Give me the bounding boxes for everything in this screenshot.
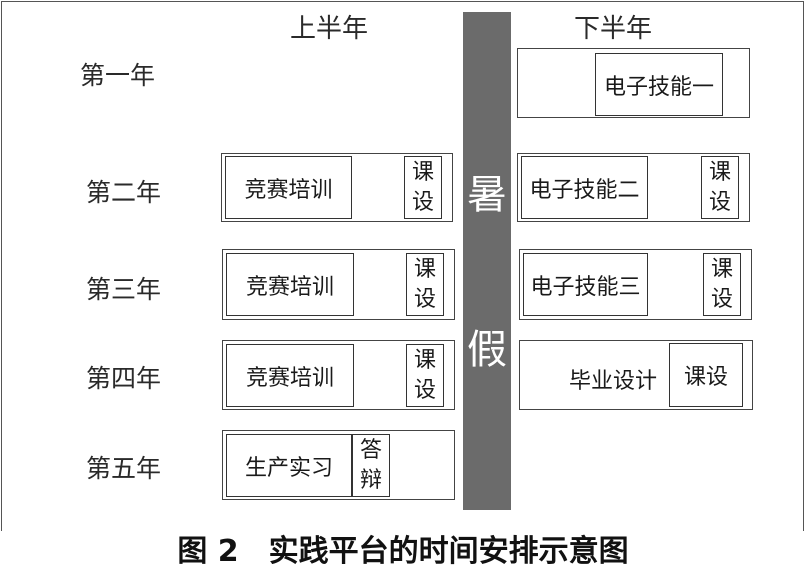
first-half-year-3-side: 课 设 <box>406 253 444 316</box>
second-half-year-4-block: 毕业设计 课设 <box>519 340 753 410</box>
second-half-year-3-main: 电子技能三 <box>523 253 648 316</box>
first-half-year-4-block: 竞赛培训 课 设 <box>222 340 455 410</box>
first-half-year-5-main: 生产实习 <box>226 434 352 497</box>
summer-break-char-1: 暑 <box>467 172 507 218</box>
second-half-year-2-main: 电子技能二 <box>521 156 648 219</box>
second-half-year-4-side: 课设 <box>669 343 743 407</box>
side-char: 课 <box>411 159 434 185</box>
first-half-year-3-block: 竞赛培训 课 设 <box>222 249 455 320</box>
row-label-year-3: 第三年 <box>86 275 162 304</box>
figure-caption: 图 2 实践平台的时间安排示意图 <box>177 534 629 569</box>
first-half-year-4-main: 竞赛培训 <box>226 344 354 407</box>
first-half-year-4-side: 课 设 <box>406 344 444 407</box>
side-char: 设 <box>411 189 434 215</box>
header-second-half: 下半年 <box>574 14 653 44</box>
row-label-year-1: 第一年 <box>80 61 156 90</box>
summer-break-bar: 暑 假 <box>463 12 511 510</box>
second-half-year-2-block: 电子技能二 课 设 <box>517 153 750 222</box>
row-label-year-2: 第二年 <box>86 178 162 207</box>
side-char: 课 <box>710 256 733 282</box>
second-half-year-4-main: 毕业设计 <box>569 369 658 394</box>
row-label-year-5: 第五年 <box>86 454 162 483</box>
side-char: 课 <box>708 159 731 185</box>
second-half-year-1-block: 电子技能一 <box>517 48 750 118</box>
side-char: 设 <box>413 377 436 403</box>
diagram-frame <box>1 1 804 531</box>
header-first-half: 上半年 <box>290 14 369 44</box>
first-half-year-2-side: 课 设 <box>404 156 442 219</box>
side-char: 答 <box>359 437 382 463</box>
summer-break-char-2: 假 <box>467 327 507 373</box>
first-half-year-2-main: 竞赛培训 <box>225 156 352 219</box>
row-label-year-4: 第四年 <box>86 364 162 393</box>
first-half-year-5-side: 答 辩 <box>352 434 390 497</box>
first-half-year-3-main: 竞赛培训 <box>226 253 354 316</box>
side-char: 辩 <box>359 467 382 493</box>
side-char: 设 <box>708 189 731 215</box>
first-half-year-2-block: 竞赛培训 课 设 <box>221 153 453 222</box>
side-char: 设 <box>710 286 733 312</box>
side-char: 设 <box>413 286 436 312</box>
second-half-year-2-side: 课 设 <box>701 156 739 219</box>
second-half-year-3-side: 课 设 <box>703 253 741 316</box>
first-half-year-5-block: 生产实习 答 辩 <box>222 430 455 500</box>
second-half-year-1-main: 电子技能一 <box>595 53 723 116</box>
second-half-year-3-block: 电子技能三 课 设 <box>519 249 752 320</box>
side-char: 课 <box>413 347 436 373</box>
side-char: 课 <box>413 256 436 282</box>
